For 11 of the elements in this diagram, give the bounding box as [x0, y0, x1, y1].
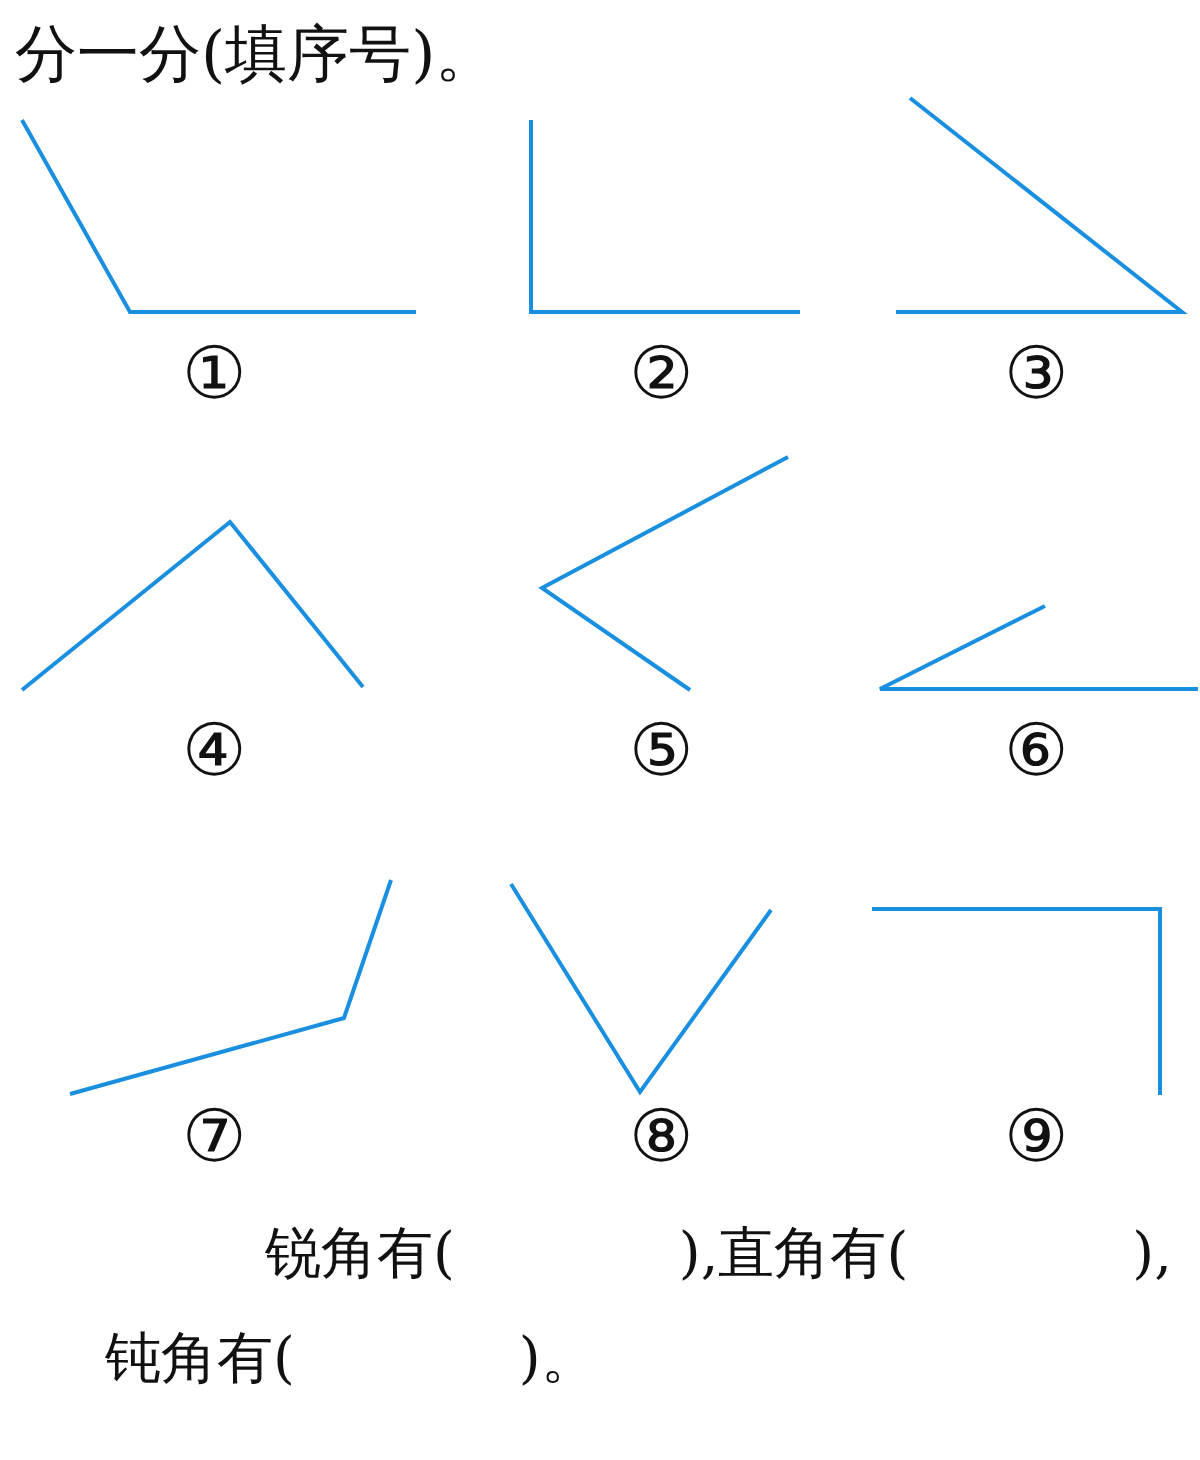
callout-number: ④ [182, 710, 247, 790]
callout-number: ⑦ [182, 1096, 247, 1176]
callout-number: ① [182, 333, 247, 413]
callout-number: ③ [1004, 333, 1069, 413]
callout-number: ⑧ [629, 1096, 694, 1176]
callout-number: ⑨ [1004, 1096, 1069, 1176]
callout-number: ⑤ [629, 710, 694, 790]
callout-number: ⑥ [1004, 710, 1069, 790]
fill-in-sentence: 锐角有( ),直角有( ),钝角有( )。 [105, 1219, 1173, 1392]
callout-number: ② [629, 333, 694, 413]
exercise-title: 分一分(填序号)。 [15, 16, 498, 92]
